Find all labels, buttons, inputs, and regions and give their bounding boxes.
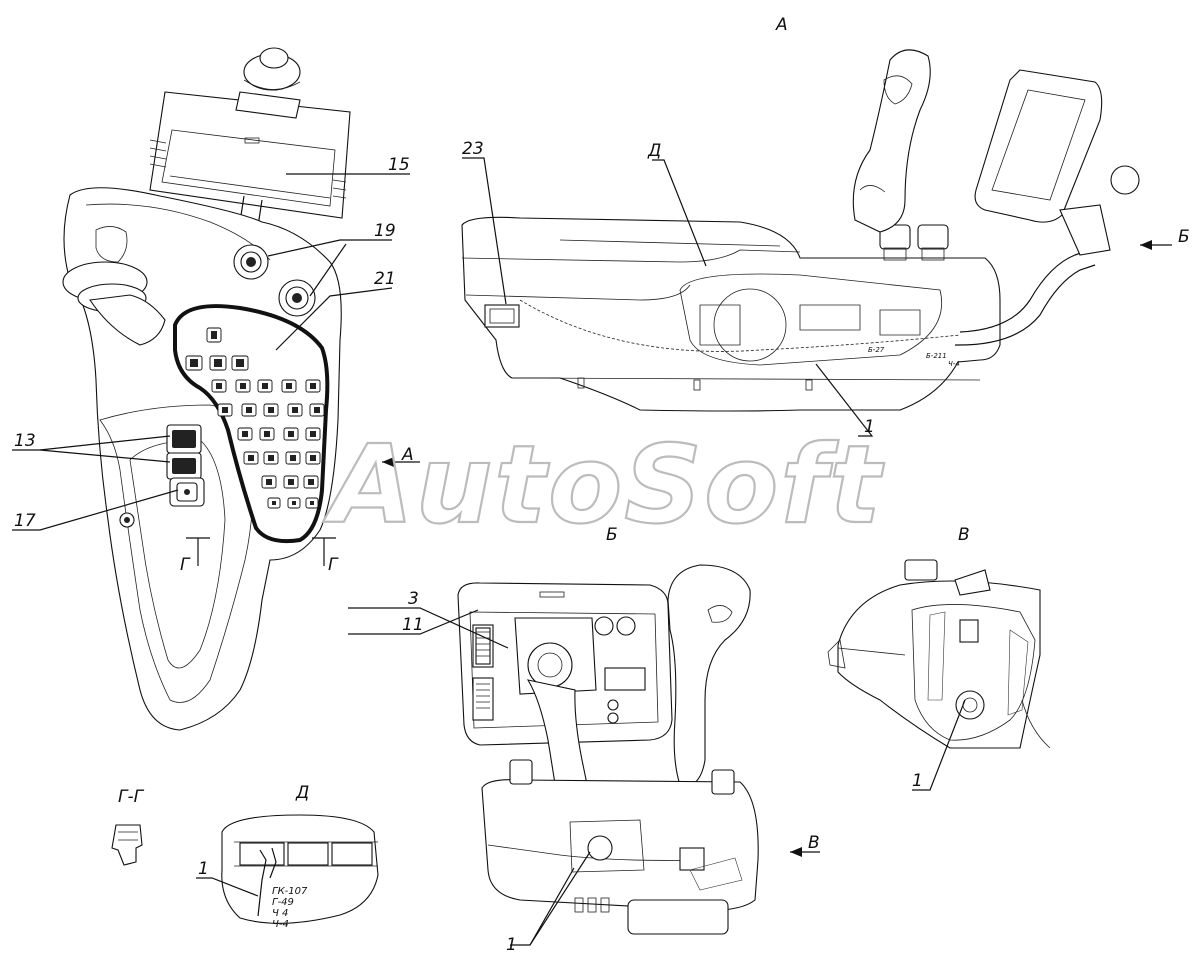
keypad-key-symbol [268, 407, 274, 413]
watermark-text: AutoSoft [322, 423, 884, 548]
callout-1-d: 1 [198, 859, 209, 879]
view-b-title: Б [606, 525, 618, 545]
keypad-key-symbol [268, 455, 274, 461]
keypad-key-symbol [310, 383, 316, 389]
keypad-key-symbol [308, 479, 314, 485]
keypad-key-symbol [248, 455, 254, 461]
keypad-key-symbol [266, 479, 272, 485]
view-v-title: В [958, 525, 970, 545]
view-a-side-view [461, 49, 1140, 412]
view-a-title: А [775, 15, 788, 35]
keypad-key-symbol [211, 331, 217, 339]
keypad-key-symbol [288, 431, 294, 437]
callout-3: 3 [408, 589, 419, 609]
keypad-key-symbol [242, 431, 248, 437]
view-v-section [827, 559, 1051, 749]
labels: А Б В Д Г-Г Г Г А Б В Д 15 19 21 13 17 2… [14, 15, 1190, 955]
keypad-key-symbol [286, 383, 292, 389]
arrow-b-label: Б [1178, 227, 1190, 247]
view-d-title: Д [295, 783, 309, 803]
view-d-detail [221, 814, 379, 924]
keypad-key-symbol [262, 383, 268, 389]
keypad-key-symbol [290, 455, 296, 461]
keypad-key-symbol [214, 359, 222, 367]
callout-1-a: 1 [864, 417, 875, 437]
keypad-key-symbol [216, 383, 222, 389]
keypad-keys [185, 327, 325, 509]
wire-label-d-1: Г-49 [272, 897, 294, 908]
wire-label-a-0: Б-211 [926, 352, 947, 360]
keypad-key-symbol [292, 407, 298, 413]
view-b-rear-view [457, 564, 759, 935]
keypad-key-symbol [292, 501, 296, 505]
leader-lines [12, 157, 1172, 946]
keypad-key-symbol [240, 383, 246, 389]
side-switches [119, 424, 205, 528]
keypad-key-symbol [246, 407, 252, 413]
keypad-key-symbol [236, 359, 244, 367]
keypad-key-symbol [314, 407, 320, 413]
callout-13: 13 [14, 431, 36, 451]
arrow-v-label: В [808, 833, 820, 853]
keypad-key-symbol [310, 455, 316, 461]
callout-21: 21 [374, 269, 396, 289]
arrow-a-label: А [401, 445, 414, 465]
keypad-key-symbol [310, 431, 316, 437]
callout-17: 17 [14, 511, 36, 531]
callout-1-v: 1 [912, 771, 923, 791]
arrowheads [382, 240, 1152, 857]
display-unit [149, 47, 351, 227]
keypad-key-symbol [288, 479, 294, 485]
callout-15: 15 [388, 155, 410, 175]
wire-label-a-1: Б-27 [868, 346, 885, 354]
keypad-key-symbol [222, 407, 228, 413]
callout-23: 23 [462, 139, 484, 159]
armrest-console-main-view [62, 47, 351, 731]
detail-d-mark: Д [647, 141, 661, 161]
keypad-key-symbol [190, 359, 198, 367]
wire-label-a-2: Ч-4 [948, 360, 960, 368]
wire-label-d-0: ГК-107 [272, 886, 308, 897]
callout-11: 11 [402, 615, 424, 635]
keypad-key-symbol [264, 431, 270, 437]
section-g-g [111, 824, 143, 866]
callout-1-b: 1 [506, 935, 517, 955]
round-buttons [233, 244, 316, 317]
section-mark-g-right: Г [328, 555, 339, 575]
wire-label-d-2: Ч 4 [272, 908, 288, 919]
keypad-key-symbol [272, 501, 276, 505]
section-mark-g-left: Г [180, 555, 191, 575]
callout-19: 19 [374, 221, 396, 241]
keypad-key-symbol [310, 501, 314, 505]
joystick [62, 226, 166, 346]
section-g-title: Г-Г [118, 787, 145, 807]
wire-label-d-3: Ч-4 [272, 919, 289, 930]
